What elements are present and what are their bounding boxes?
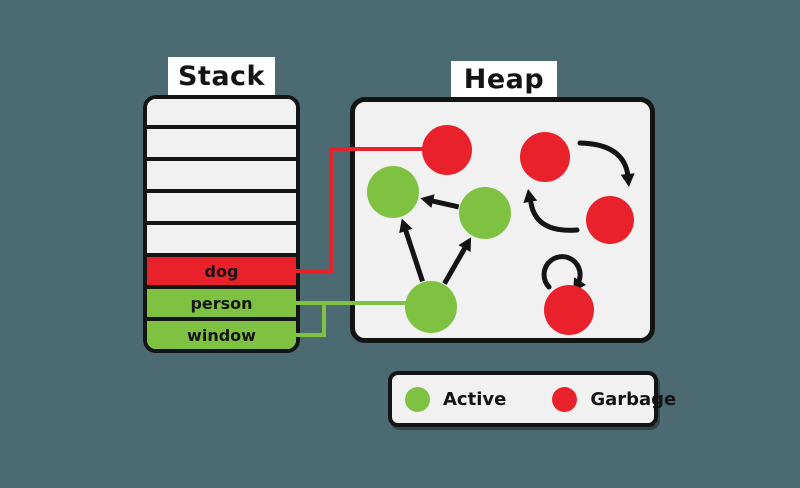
stack-row-person: person xyxy=(147,285,296,317)
stack-title: Stack xyxy=(168,57,275,95)
stack-row-label: window xyxy=(187,325,256,345)
legend-label: Garbage xyxy=(590,388,677,410)
stack-row-empty-4 xyxy=(147,189,296,221)
legend-item-active: Active xyxy=(405,386,507,412)
legend-swatch-garbage xyxy=(552,386,578,412)
stack-row-label: person xyxy=(190,293,253,313)
stack-row-empty-1 xyxy=(147,99,296,125)
stack-row-label: dog xyxy=(204,261,239,281)
stack-row-empty-2 xyxy=(147,125,296,157)
heap-panel xyxy=(350,97,655,343)
stack-row-dog: dog xyxy=(147,253,296,285)
stack-row-empty-5 xyxy=(147,221,296,253)
stack-reference-line-window xyxy=(296,301,326,337)
stack-row-window: window xyxy=(147,317,296,349)
stack-row-empty-3 xyxy=(147,157,296,189)
legend-label: Active xyxy=(443,388,507,410)
legend-item-garbage: Garbage xyxy=(552,386,677,412)
stack-panel: dog person window xyxy=(143,95,300,353)
legend: Active Garbage xyxy=(388,371,676,427)
heap-title: Heap xyxy=(451,61,557,97)
legend-swatch-active xyxy=(405,386,430,412)
